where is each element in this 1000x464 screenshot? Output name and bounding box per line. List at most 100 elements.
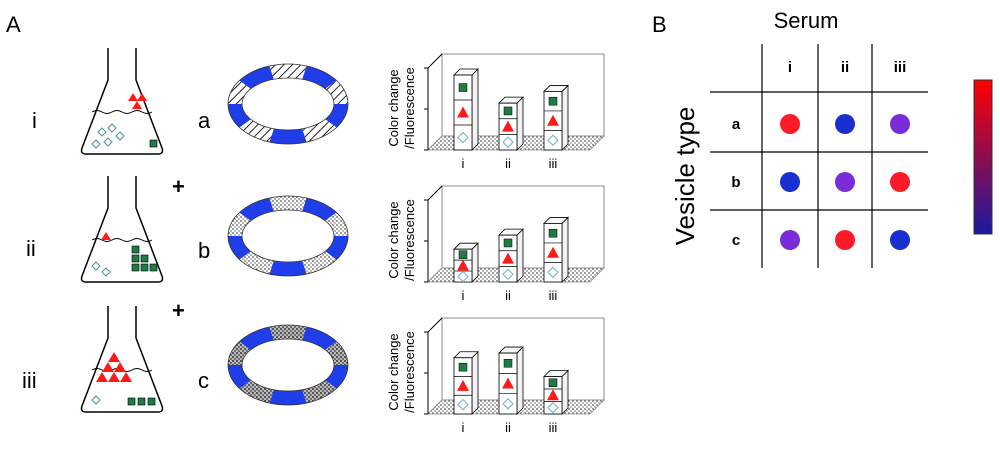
- flask-label-iii: iii: [22, 368, 37, 393]
- vesicle-label-a: a: [198, 108, 211, 133]
- ring-c-outer-edge: [227, 324, 349, 406]
- x-tick-label: ii: [505, 288, 511, 303]
- x-tick-label: iii: [549, 156, 558, 171]
- bar-triangle-marker: [502, 377, 514, 389]
- ring-c-segment: [302, 380, 337, 404]
- heatmap-col-header-ii: ii: [841, 59, 849, 76]
- ring-b-outer-edge: [227, 195, 349, 277]
- ring-b-segment: [302, 197, 337, 221]
- bar-diamond-marker: [457, 398, 469, 411]
- chart-y-axis-top: [427, 53, 443, 69]
- ring-c-segment: [325, 341, 348, 365]
- heatmap-ylabel: Vesicle type: [670, 107, 700, 246]
- bar-side: [471, 242, 479, 283]
- bar-square-marker: [458, 250, 468, 259]
- chart-ylabel-line2: /Fluorescence: [402, 331, 417, 413]
- panel-b-label: B: [652, 12, 667, 37]
- bar-side: [471, 350, 479, 415]
- heatmap-cell-b-iii: [890, 172, 910, 192]
- bar-square-marker: [503, 106, 513, 116]
- bar-iii: [543, 216, 569, 283]
- bar-diamond-marker: [457, 270, 469, 283]
- chart-ylabel-line1: Color change: [386, 69, 401, 146]
- bar-square-marker: [548, 378, 558, 388]
- ring-a-inner-edge: [241, 77, 335, 131]
- bar-diamond-marker: [547, 134, 559, 147]
- bar-ii: [498, 346, 524, 415]
- x-tick-label: ii: [505, 420, 511, 435]
- ring-b-segment: [228, 212, 251, 236]
- ring-a-segment: [302, 119, 337, 143]
- x-tick-label: i: [462, 156, 465, 171]
- plus-sign-1: +: [172, 174, 185, 199]
- bar-diamond-marker: [502, 268, 514, 281]
- ring-c-inner-edge: [241, 338, 335, 392]
- chart-ylabel-line2: /Fluorescence: [402, 199, 417, 281]
- ring-b-segment: [239, 197, 274, 221]
- bar-diamond-marker: [502, 397, 514, 410]
- chart-ylabel-line1: Color change: [386, 201, 401, 278]
- x-tick-label: i: [462, 288, 465, 303]
- bar-triangle-marker: [457, 106, 469, 118]
- heatmap-cell-a-iii: [890, 114, 910, 134]
- bar-triangle-marker: [547, 114, 559, 126]
- ring-b-segment: [325, 212, 348, 236]
- chart-ylabel-line2: /Fluorescence: [402, 67, 417, 149]
- bar-ii: [498, 96, 524, 151]
- bar-triangle-marker: [502, 252, 514, 264]
- vesicle-label-b: b: [198, 238, 210, 263]
- x-tick-label: iii: [549, 420, 558, 435]
- heatmap-row-header-b: b: [731, 174, 740, 191]
- ring-a-outer-edge: [227, 63, 349, 145]
- heatmap-cell-a-i: [780, 114, 800, 134]
- ring-a-segment: [325, 104, 348, 128]
- ring-a-segment: [269, 64, 307, 80]
- ring-c-segment: [302, 326, 337, 350]
- bar-i: [453, 350, 479, 415]
- heatmap-col-header-i: i: [788, 59, 792, 76]
- bar-square-marker: [458, 83, 468, 92]
- bar-triangle-marker: [457, 379, 469, 391]
- ring-a-segment: [302, 65, 337, 89]
- ring-c-segment: [228, 365, 251, 389]
- chart-ylabel-line1: Color change: [386, 333, 401, 410]
- heatmap-cell-c-i: [780, 230, 800, 250]
- x-tick-label: i: [462, 420, 465, 435]
- vesicle-ring-c: [227, 324, 349, 406]
- bar-diamond-marker: [547, 266, 559, 279]
- flask-ii: [80, 176, 164, 283]
- ring-a-segment: [269, 128, 307, 144]
- ring-a-segment: [239, 119, 274, 143]
- heatmap-title: Serum: [774, 8, 839, 33]
- bar-square-marker: [458, 362, 468, 372]
- ring-b-inner-edge: [241, 209, 335, 263]
- heatmap-row-header-c: c: [732, 232, 740, 249]
- bar-diamond-marker: [547, 401, 559, 414]
- flask-iii: [80, 306, 164, 413]
- heatmap-cell-c-ii: [835, 230, 855, 250]
- ring-c-segment: [325, 365, 348, 389]
- vesicle-ring-b: [227, 195, 349, 277]
- bar-square-marker: [548, 228, 558, 238]
- heatmap-cell-b-i: [780, 172, 800, 192]
- bar-iii: [543, 369, 569, 415]
- bar-side: [471, 68, 479, 151]
- bar-side: [561, 216, 569, 283]
- flask-i: [80, 48, 164, 155]
- ring-c-segment: [269, 389, 307, 405]
- bar-triangle-marker: [502, 120, 514, 132]
- bar-side: [561, 84, 569, 151]
- ring-b-segment: [228, 236, 251, 260]
- ring-c-segment: [228, 341, 251, 365]
- plus-sign-2: +: [172, 298, 185, 323]
- bar-ii: [498, 228, 524, 283]
- heatmap-row-header-a: a: [732, 116, 741, 133]
- flask-label-ii: ii: [26, 236, 36, 261]
- bar-triangle-marker: [457, 259, 469, 271]
- ring-b-segment: [239, 251, 274, 275]
- bar-square-marker: [503, 238, 513, 248]
- bar-square-marker: [503, 358, 513, 368]
